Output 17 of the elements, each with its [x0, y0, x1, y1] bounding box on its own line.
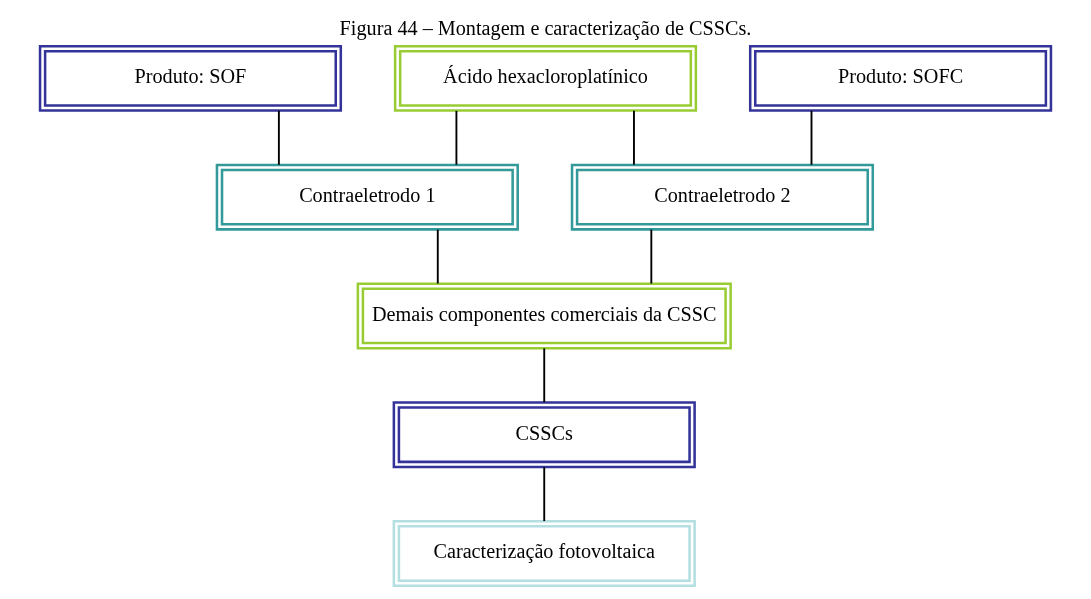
connector [277, 109, 280, 166]
connector [543, 466, 546, 523]
connector [810, 109, 813, 166]
node-box: Produto: SOF [38, 44, 343, 112]
connector [650, 228, 653, 285]
node-box: Ácido hexacloroplatínico [393, 44, 698, 112]
connector [543, 347, 546, 404]
connector [455, 109, 458, 166]
node-box: Caracterização fotovoltaica [392, 520, 696, 587]
node-box: CSSCs [392, 401, 696, 469]
node-box: Contraeletrodo 1 [215, 163, 519, 231]
node-box: Contraeletrodo 2 [570, 163, 875, 231]
connector [436, 228, 439, 285]
node-box: Demais componentes comerciais da CSSC [356, 282, 732, 350]
connector [633, 109, 635, 166]
diagram-title: Figura 44 – Montagem e caracterização de CSSCs. [339, 16, 752, 39]
node-box: Produto: SOFC [748, 44, 1053, 112]
